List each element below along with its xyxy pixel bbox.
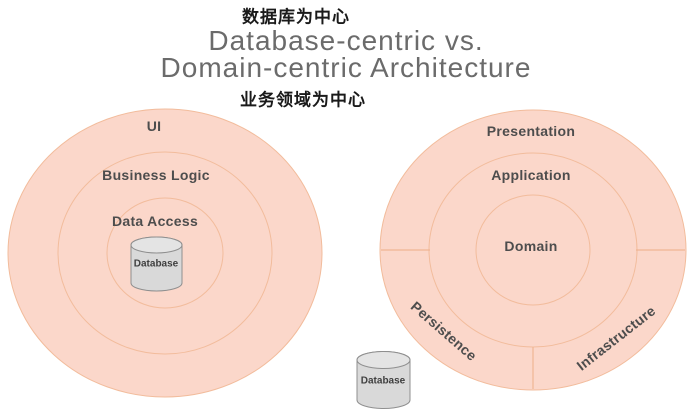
right-ring-label-presentation: Presentation <box>486 123 576 139</box>
database-centric-onion <box>7 108 323 398</box>
label-domain-centric-chinese: 业务领域为中心 <box>240 90 366 110</box>
left-database-label: Database <box>133 258 179 270</box>
external-database-cylinder-icon <box>356 351 411 409</box>
page-title-line-1: Database-centric vs. <box>208 25 484 56</box>
left-ring-label-ui: UI <box>146 118 162 134</box>
left-cylinder-top <box>130 236 183 254</box>
external-cylinder-top <box>356 351 411 369</box>
right-inner-ring <box>475 194 591 306</box>
domain-centric-onion <box>379 109 687 391</box>
label-database-centric-chinese: 数据库为中心 <box>242 7 350 27</box>
left-ring-label-data-access: Data Access <box>111 213 199 229</box>
left-database-cylinder-icon <box>130 236 183 292</box>
external-database-label: Database <box>360 375 406 387</box>
page-title-line-2: Domain-centric Architecture <box>160 52 532 83</box>
left-ring-label-business-logic: Business Logic <box>102 167 210 183</box>
right-ring-label-application: Application <box>491 167 571 183</box>
right-ring-label-domain: Domain <box>504 238 558 254</box>
